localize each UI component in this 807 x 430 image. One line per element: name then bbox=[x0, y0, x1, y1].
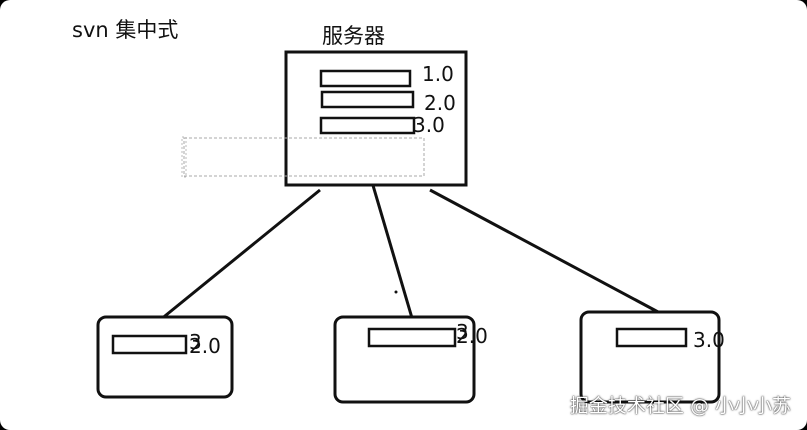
connector-line-left bbox=[159, 188, 321, 322]
client-2-version: 2.0 bbox=[456, 324, 488, 348]
server-version-bar-2 bbox=[320, 90, 415, 109]
connector-line-right bbox=[429, 188, 661, 315]
client-3-version: 3.0 bbox=[693, 328, 725, 352]
server-version-bar-3 bbox=[319, 116, 416, 135]
client-box-3 bbox=[579, 310, 721, 404]
stray-dot bbox=[394, 290, 398, 294]
client-1-version-bar bbox=[111, 334, 188, 355]
server-version-3: 3.0 bbox=[413, 113, 445, 137]
server-version-bar-1 bbox=[319, 69, 412, 88]
client-2-version-bar bbox=[367, 327, 457, 348]
client-1-overwritten-digit: 3 bbox=[189, 330, 202, 354]
server-version-2: 2.0 bbox=[424, 91, 456, 115]
selection-handle-left bbox=[181, 136, 187, 178]
client-1-version: 2.0 bbox=[189, 334, 221, 358]
selection-rectangle bbox=[183, 137, 425, 177]
client-3-version-bar bbox=[615, 327, 688, 348]
connector-line-middle bbox=[370, 181, 414, 319]
diagram-title: svn 集中式 bbox=[72, 18, 179, 42]
server-label: 服务器 bbox=[322, 24, 385, 48]
server-version-1: 1.0 bbox=[422, 62, 454, 86]
client-2-overwritten-digit: 3 bbox=[456, 320, 469, 344]
watermark: 掘金技术社区 @ 小小小苏 bbox=[569, 395, 791, 417]
